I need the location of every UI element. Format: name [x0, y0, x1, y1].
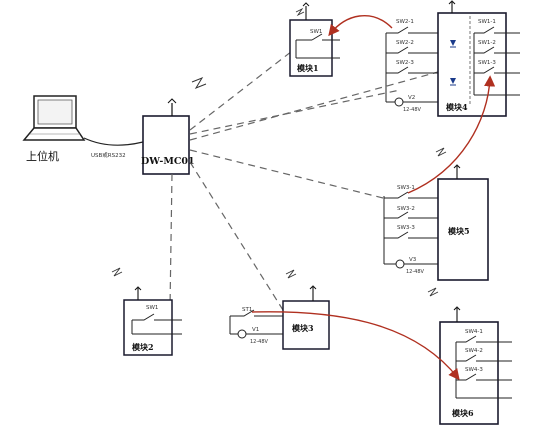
radio-signal-icon: [285, 269, 297, 279]
usb-cable: [83, 137, 144, 146]
module-1-switch-label: SW1: [310, 29, 322, 35]
module-6: SW4-1 SW4-2 SW4-3 模块6: [427, 287, 512, 425]
module-4-label: 模块4: [446, 102, 468, 112]
v1-label: V1: [252, 327, 259, 333]
v3-range: 12-48V: [406, 269, 425, 275]
module-2-label: 模块2: [132, 342, 154, 352]
arrow-sw3-to-module4: [407, 75, 496, 194]
radio-signal-icon: [111, 267, 123, 277]
radio-signal-icon: [435, 147, 447, 157]
module-2: SW1 模块2: [111, 267, 182, 356]
led-icon: [450, 78, 456, 86]
sw3-1-label: SW3-1: [397, 185, 415, 191]
module-2-switch-label: SW1: [146, 305, 158, 311]
module-4: SW1-1 SW1-2 SW1-3 模块4: [437, 0, 520, 117]
v3-label: V3: [409, 257, 417, 263]
voltage-source-v2: V2 12-48V: [386, 95, 438, 113]
module-6-label: 模块6: [452, 408, 474, 418]
switch-group-sw3: SW3-1 SW3-2 SW3-3 V3 12-48V: [383, 185, 438, 275]
module-5: 模块5: [435, 147, 489, 281]
module-1: SW1 模块1: [289, 2, 340, 77]
controller: DW-MC01: [141, 98, 195, 175]
m4-sw1-label: SW1-1: [478, 19, 496, 25]
st1-circuit: ST1 V1 12-48V: [229, 307, 283, 345]
led-icon: [450, 40, 456, 48]
module-5-label: 模块5: [448, 226, 470, 236]
arrow-sw2-to-module1: [328, 14, 393, 37]
radio-signal-icon: [295, 7, 305, 17]
radio-signal-icon: [427, 287, 439, 297]
antenna-icon: [167, 98, 177, 116]
controller-label: DW-MC01: [141, 156, 195, 167]
sw2-3-label: SW2-3: [396, 60, 414, 66]
mapping-arrows: [251, 14, 496, 381]
sw2-1-label: SW2-1: [396, 19, 414, 25]
m4-sw2-label: SW1-2: [478, 40, 496, 46]
radio-signal-icon: [191, 76, 207, 90]
sw2-2-label: SW2-2: [396, 40, 414, 46]
v2-range: 12-48V: [403, 107, 422, 113]
m6-sw3-label: SW4-3: [465, 367, 483, 373]
host-label: 上位机: [26, 149, 59, 163]
v1-range: 12-48V: [250, 339, 269, 345]
arrow-st1-to-module6: [251, 311, 460, 381]
sw3-2-label: SW3-2: [397, 206, 415, 212]
sw3-3-label: SW3-3: [397, 225, 415, 231]
cable-label: USB或RS232: [91, 151, 126, 159]
voltage-source-v3: V3 12-48V: [384, 257, 438, 275]
m4-sw3-label: SW1-3: [478, 60, 496, 66]
m6-sw2-label: SW4-2: [465, 348, 483, 354]
switch-group-sw2: SW2-1 SW2-2 SW2-3 V2 12-48V: [385, 19, 438, 113]
module-3: 模块3: [282, 269, 330, 350]
v2-label: V2: [408, 95, 415, 101]
st1-label: ST1: [242, 307, 252, 313]
m6-sw1-label: SW4-1: [465, 329, 483, 335]
module-1-label: 模块1: [297, 63, 319, 73]
wireless-links: [169, 47, 439, 311]
laptop-icon: [22, 95, 86, 141]
host-computer: 上位机: [22, 95, 86, 163]
module-3-label: 模块3: [292, 323, 314, 333]
